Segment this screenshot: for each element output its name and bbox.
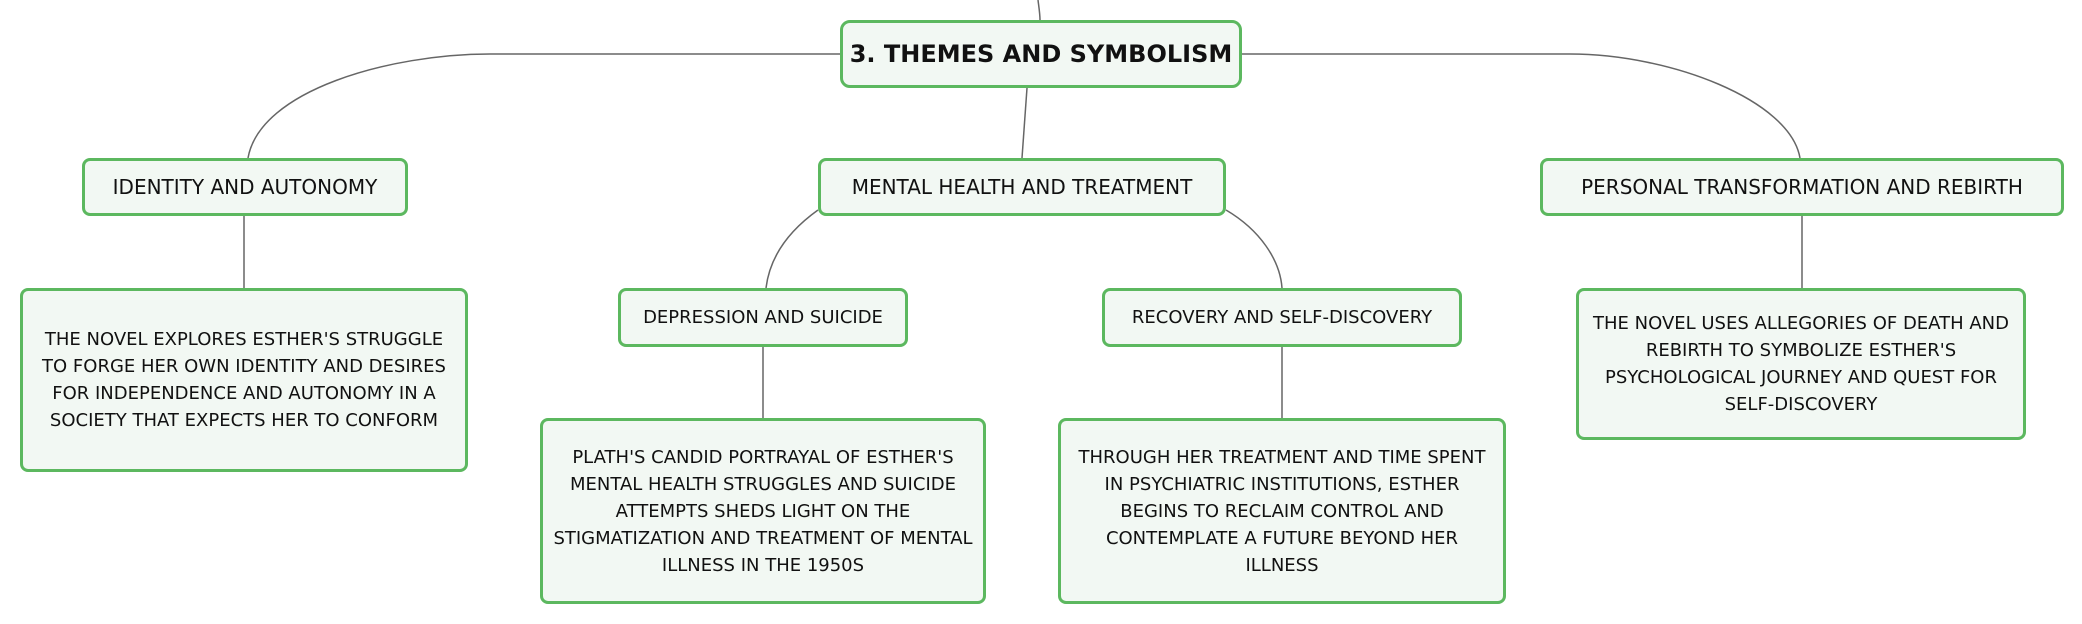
description-depression[interactable]: PLATH'S CANDID PORTRAYAL OF ESTHER'S MEN…: [540, 418, 986, 604]
description-text: THE NOVEL USES ALLEGORIES OF DEATH AND R…: [1593, 313, 2009, 415]
connector-mental-to-depression: [765, 209, 819, 289]
sub-branch-depression-suicide[interactable]: DEPRESSION AND SUICIDE: [618, 288, 908, 347]
description-text: THE NOVEL EXPLORES ESTHER'S STRUGGLE TO …: [42, 329, 446, 431]
sub-branch-label: DEPRESSION AND SUICIDE: [643, 307, 883, 328]
description-text: PLATH'S CANDID PORTRAYAL OF ESTHER'S MEN…: [553, 446, 973, 576]
connector-mental-to-recovery: [1225, 209, 1283, 289]
branch-label: PERSONAL TRANSFORMATION AND REBIRTH: [1581, 175, 2023, 199]
description-text: THROUGH HER TREATMENT AND TIME SPENT IN …: [1078, 446, 1486, 576]
root-title: 3. THEMES AND SYMBOLISM: [849, 40, 1233, 68]
connector-parent-to-root: [1037, 0, 1041, 21]
branch-personal-transformation[interactable]: PERSONAL TRANSFORMATION AND REBIRTH: [1540, 158, 2064, 216]
branch-mental-health-treatment[interactable]: MENTAL HEALTH AND TREATMENT: [818, 158, 1226, 216]
connector-root-to-mental-health: [1021, 87, 1028, 159]
root-node[interactable]: 3. THEMES AND SYMBOLISM: [840, 20, 1242, 88]
sub-branch-recovery-self-discovery[interactable]: RECOVERY AND SELF-DISCOVERY: [1102, 288, 1462, 347]
branch-identity-autonomy[interactable]: IDENTITY AND AUTONOMY: [82, 158, 408, 216]
description-rebirth[interactable]: THE NOVEL USES ALLEGORIES OF DEATH AND R…: [1576, 288, 2026, 440]
connector-root-to-identity: [247, 53, 840, 159]
sub-branch-label: RECOVERY AND SELF-DISCOVERY: [1131, 307, 1433, 328]
description-identity[interactable]: THE NOVEL EXPLORES ESTHER'S STRUGGLE TO …: [20, 288, 468, 472]
branch-label: IDENTITY AND AUTONOMY: [112, 175, 378, 199]
description-recovery[interactable]: THROUGH HER TREATMENT AND TIME SPENT IN …: [1058, 418, 1506, 604]
branch-label: MENTAL HEALTH AND TREATMENT: [851, 175, 1193, 199]
connector-root-to-transformation: [1242, 53, 1801, 159]
